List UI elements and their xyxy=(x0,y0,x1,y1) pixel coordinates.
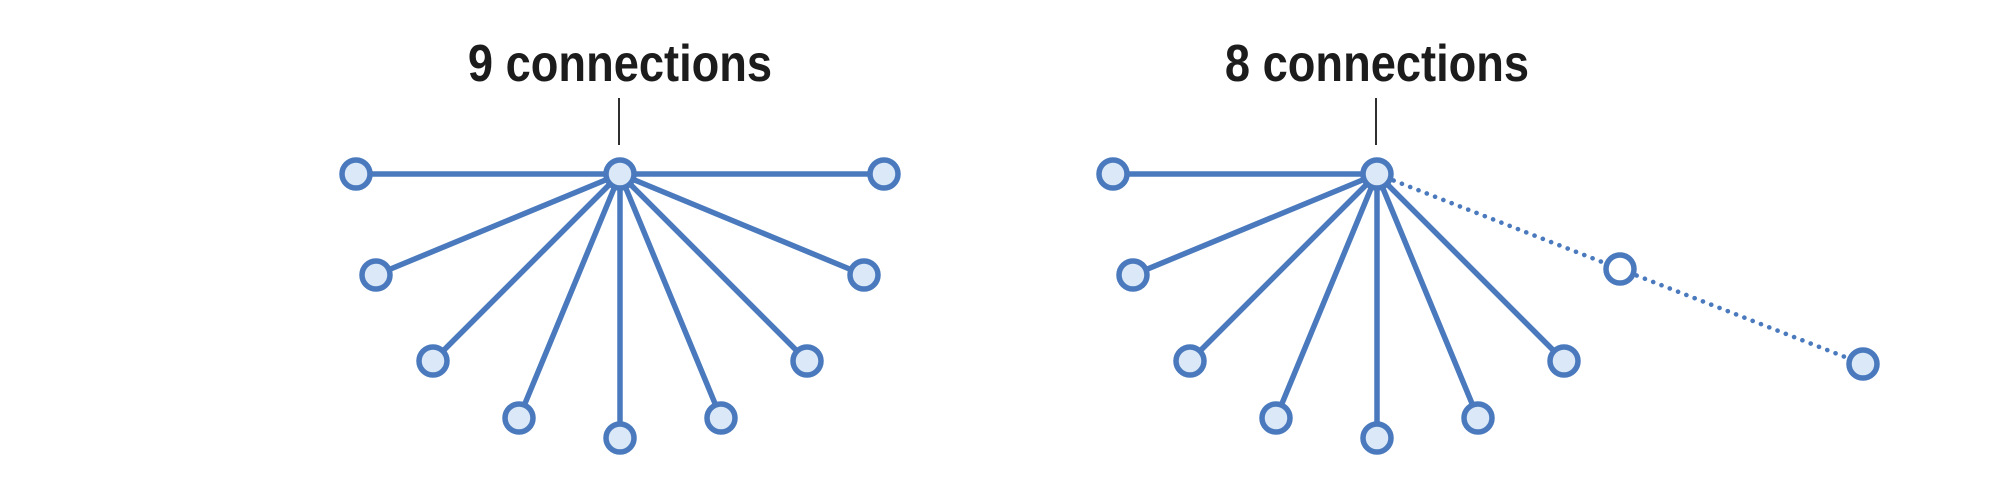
solid-edge xyxy=(1131,171,1379,278)
satellite-node xyxy=(847,258,881,292)
satellite-node xyxy=(502,401,536,435)
solid-edge xyxy=(1375,172,1566,363)
dotted-edge xyxy=(1374,171,1623,272)
dotted-edge xyxy=(1617,266,1866,367)
solid-edge xyxy=(1188,172,1379,363)
solid-edge xyxy=(617,172,724,420)
satellite-node xyxy=(1547,344,1581,378)
diagram-8-connections xyxy=(1096,98,1880,455)
satellite-node xyxy=(1259,401,1293,435)
hub-node xyxy=(603,157,637,191)
satellite-node xyxy=(1461,401,1495,435)
solid-edge xyxy=(374,171,622,278)
solid-edge xyxy=(516,172,623,420)
satellite-node xyxy=(1173,344,1207,378)
satellite-node xyxy=(1846,347,1880,381)
solid-edge xyxy=(431,172,622,363)
diagram-title: 9 connections xyxy=(467,35,773,93)
solid-edge xyxy=(618,172,809,363)
hollow-node xyxy=(1603,252,1637,286)
satellite-node xyxy=(1360,421,1394,455)
satellite-node xyxy=(603,421,637,455)
satellite-node xyxy=(416,344,450,378)
solid-edge xyxy=(1374,172,1481,420)
satellite-node xyxy=(790,344,824,378)
satellite-node xyxy=(704,401,738,435)
hub-node xyxy=(1360,157,1394,191)
satellite-node xyxy=(359,258,393,292)
diagram-9-connections xyxy=(339,98,901,455)
diagram-title: 8 connections xyxy=(1224,35,1530,93)
solid-edge xyxy=(1273,172,1380,420)
satellite-node xyxy=(1096,157,1130,191)
satellite-node xyxy=(339,157,373,191)
solid-edge xyxy=(618,171,866,278)
satellite-node xyxy=(867,157,901,191)
satellite-node xyxy=(1116,258,1150,292)
